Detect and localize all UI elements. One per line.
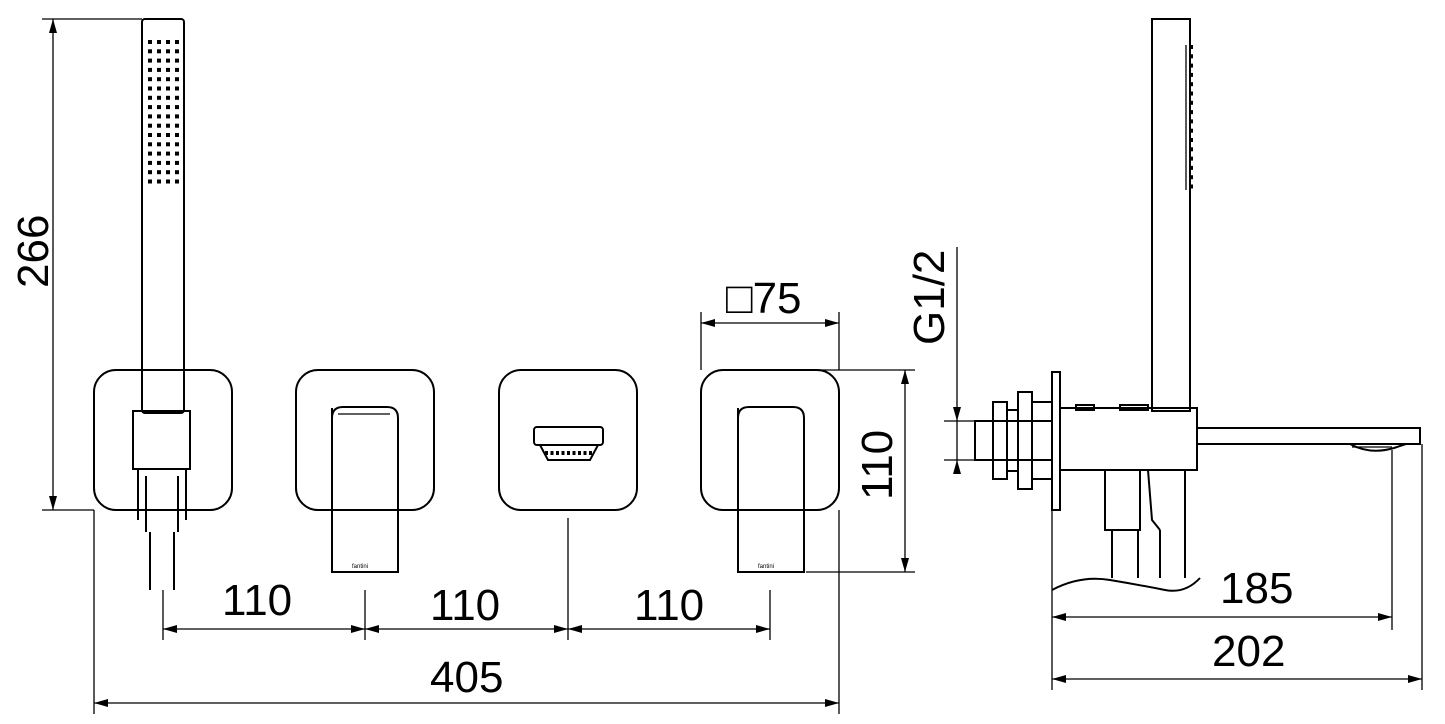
dimension-266: 266 — [9, 18, 142, 511]
svg-text:fantini: fantini — [758, 564, 774, 570]
dim-266-label: 266 — [9, 215, 58, 288]
dim-spacing-2-label: 110 — [430, 581, 500, 630]
dimension-g12: G1/2 — [905, 247, 975, 474]
side-wall-plate — [1051, 371, 1061, 511]
dim-spacing-3-label: 110 — [634, 581, 704, 630]
dimension-202: 202 — [1052, 444, 1423, 690]
mixer-plate-right — [700, 369, 840, 511]
dim-spacing-1-label: 110 — [222, 576, 292, 625]
dim-185-label: 185 — [1220, 564, 1293, 613]
side-handshower — [1151, 18, 1193, 412]
svg-text:fantini: fantini — [352, 564, 368, 570]
dimension-spacing: 110 110 110 — [162, 518, 771, 640]
handshower-nozzles — [148, 40, 179, 184]
dim-g12-label: G1/2 — [905, 250, 954, 345]
dim-202-label: 202 — [1212, 627, 1285, 676]
mixer-lever-right — [737, 406, 805, 573]
front-view: fantini fantini 266 □75 — [9, 18, 915, 714]
handshower — [132, 18, 191, 590]
side-view: G1/2 — [905, 18, 1423, 690]
dim-75-label: □75 — [726, 274, 802, 323]
dim-110-vertical-label: 110 — [853, 430, 902, 500]
handshower-plate — [93, 369, 233, 511]
dimension-405: 405 — [93, 510, 840, 714]
dimension-75: □75 — [700, 274, 840, 370]
handshower-holder — [132, 410, 191, 470]
mixer-plate-left — [295, 369, 435, 511]
dimension-110-vertical: 110 — [806, 369, 915, 573]
dim-405-label: 405 — [430, 653, 503, 702]
dimension-185: 185 — [1051, 450, 1393, 690]
spout-plate — [498, 369, 638, 511]
side-body — [1059, 407, 1198, 471]
mixer-lever-left — [331, 406, 399, 573]
spout-outlet — [533, 426, 604, 461]
side-spout — [1197, 427, 1421, 452]
